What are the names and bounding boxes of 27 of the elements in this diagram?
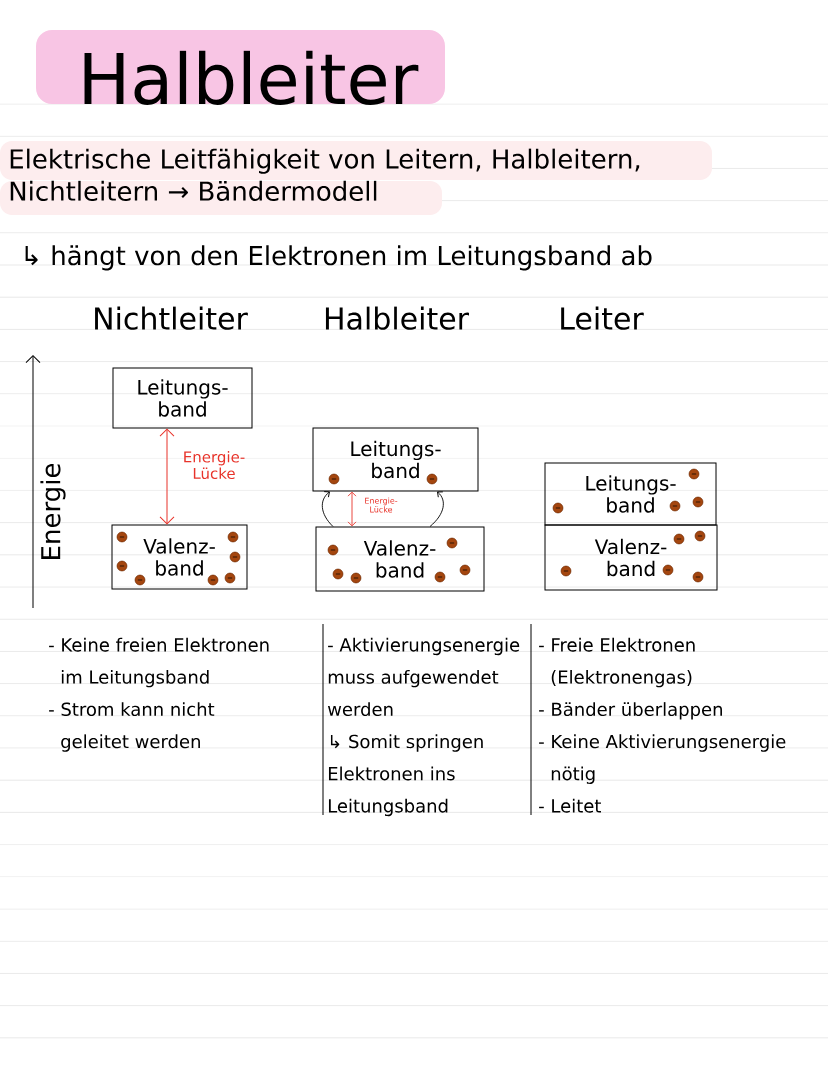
highlighted-text: Elektrische Leitfähigkeit von Leitern, Halbleitern, Nichtleitern → Bändermodell [0, 141, 712, 215]
band-box: Valenz- band [544, 524, 718, 591]
edge-label: Energie- Lücke [184, 450, 245, 480]
double-arrow [347, 491, 357, 527]
band-box: Leitungs- band [312, 427, 479, 492]
note-text: ↳ hängt von den Elektronen im Leitungsband ab [25, 245, 652, 271]
note-text: - Aktivierungsenergie muss aufgewendet werden [327, 637, 520, 717]
note-text: - Leitet [539, 798, 601, 813]
note-text: - Strom kann nicht geleitet werden [49, 702, 215, 752]
curved-arrow [321, 491, 334, 527]
note-text: - Freie Elektronen (Elektronengas) [539, 637, 695, 688]
double-arrow [159, 428, 175, 525]
band-box: Valenz- band [315, 526, 485, 592]
note-text: - Bänder überlappen [539, 702, 722, 720]
band-box: Valenz- band [111, 524, 248, 590]
note-text: - Keine freien Elektronen im Leitungsband [49, 637, 269, 688]
column-heading: Nichtleiter [95, 306, 248, 330]
edge-label: Energie- Lücke [365, 497, 398, 513]
title: Halbleiter [36, 30, 445, 105]
column-heading: Leiter [561, 306, 644, 330]
curved-arrow [429, 491, 444, 527]
note-text: ↳ Somit springen Elektronen ins Leitungsband [329, 734, 483, 817]
axis-label: Energie [40, 463, 66, 559]
band-box: Leitungs- band [112, 367, 253, 429]
note-text: - Keine Aktivierungsenergie nötig [539, 734, 786, 784]
column-heading: Halbleiter [325, 306, 469, 330]
band-box: Leitungs- band [544, 462, 717, 526]
